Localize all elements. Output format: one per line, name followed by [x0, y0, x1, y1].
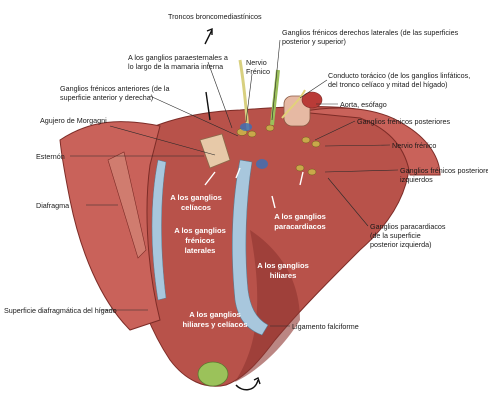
label-frenicos-posteriores: Ganglios frénicos posteriores: [357, 117, 450, 126]
label-nervio-frenico-top-1: Nervio: [246, 58, 267, 67]
label-ligamento: Ligamento falciforme: [292, 322, 359, 331]
label-paracardiacos-1: Ganglios paracardiacos: [370, 222, 446, 231]
organ-label-paracardiacos-1: A los ganglios: [274, 212, 326, 221]
organ-label-hiliares-celiacos-1: A los ganglios: [189, 310, 241, 319]
label-diafragma: Diafragma: [36, 201, 69, 210]
label-paracardiacos-2: (de la superficie: [370, 231, 421, 240]
organ-label-frenicos-lat-1: A los ganglios: [174, 226, 226, 235]
label-aorta: Aorta, esófago: [340, 100, 387, 109]
label-frenicos-anteriores-2: superficie anterior y derecha): [60, 93, 153, 102]
label-frenicos-derechos-2: posterior y superior): [282, 37, 346, 46]
label-conducto-toracico-2: del tronco celíaco y mitad del hígado): [328, 80, 447, 89]
label-conducto-toracico-1: Conducto torácico (de los ganglios linfá…: [328, 71, 470, 80]
label-frenicos-post-izq-2: izquierdos: [400, 175, 433, 184]
organ-label-hiliares-1: A los ganglios: [257, 261, 309, 270]
label-frenicos-post-izq-1: Ganglios frénicos posteriores: [400, 166, 488, 175]
label-esternon: Esternón: [36, 152, 65, 161]
label-paraesternales-2: lo largo de la mamaria interna: [128, 62, 223, 71]
label-superficie: Superficie diafragmática del hígado: [4, 306, 117, 315]
organ-label-celiacos-1: A los ganglios: [170, 193, 222, 202]
organ-label-hiliares-celiacos-2: hiliares y celíacos: [182, 320, 247, 329]
label-frenicos-anteriores-1: Ganglios frénicos anteriores (de la: [60, 84, 169, 93]
label-nervio-frenico-right: Nervio frénico: [392, 141, 436, 150]
label-paraesternales-1: A los ganglios paraesternales a: [128, 53, 228, 62]
organ-label-hiliares-2: hiliares: [270, 271, 297, 280]
organ-label-paracardiacos-2: paracardiacos: [274, 222, 326, 231]
label-frenicos-derechos-1: Ganglios frénicos derechos laterales (de…: [282, 28, 459, 37]
organ-label-frenicos-lat-3: laterales: [185, 246, 216, 255]
label-agujero-morgagni: Agujero de Morgagni: [40, 116, 107, 125]
label-nervio-frenico-top-2: Frénico: [246, 67, 270, 76]
label-troncos: Troncos broncomediastínicos: [168, 12, 262, 21]
label-paracardiacos-3: posterior izquierda): [370, 240, 432, 249]
gallbladder: [198, 362, 228, 386]
diaphragm-left-flap: [60, 122, 160, 330]
organ-label-celiacos-2: celíacos: [181, 203, 211, 212]
organ-label-frenicos-lat-2: frénicos: [185, 236, 215, 245]
